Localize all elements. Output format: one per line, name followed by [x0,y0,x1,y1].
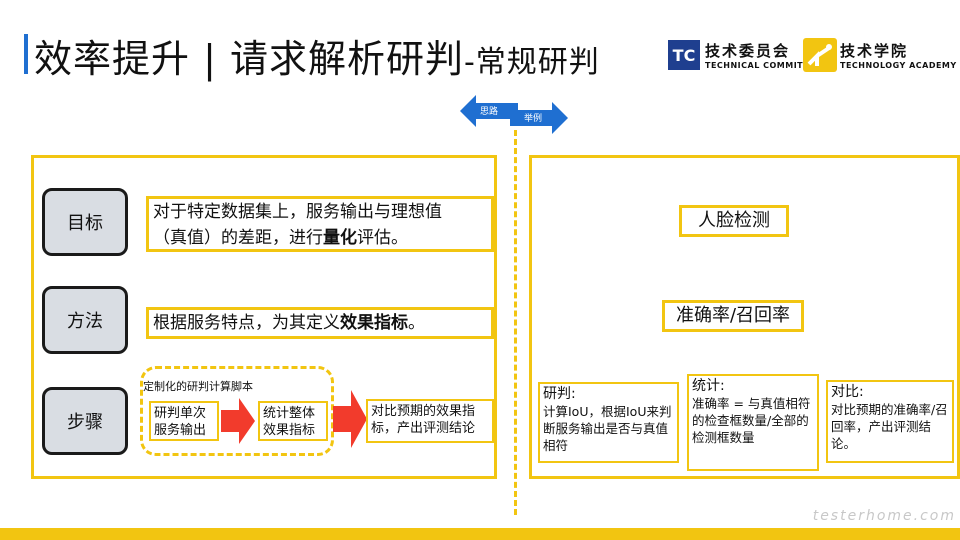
steps-button[interactable]: 步骤 [42,387,128,455]
tc-logo-badge: TC [668,40,700,70]
nav-right-arrow[interactable]: 举例 [510,102,568,134]
stats-title: 统计: [692,378,725,394]
tc-logo-en: TECHNICAL COMMITTEE [705,61,822,70]
bottom-accent-bar [0,528,960,540]
step1-arrow-icon [221,398,255,448]
step2-arrow-icon [333,390,367,452]
goal-text-line2: （真值）的差距，进行量化评估。 [153,228,408,248]
script-group-frame [140,366,334,456]
compare-box: 对比: 对比预期的准确率/召回率，产出评测结论。 [826,380,954,463]
left-panel [31,155,497,479]
method-label: 方法 [67,311,103,332]
step3-box: 对比预期的效果指标，产出评测结论 [366,399,494,443]
judge-title: 研判: [543,386,576,402]
stats-body: 准确率 = 与真值相符的检查框数量/全部的检测框数量 [692,396,811,445]
method-text-box: 根据服务特点，为其定义效果指标。 [146,307,494,339]
ta-logo-cn: 技术学院 [840,42,909,60]
title-accent-bar [24,34,28,74]
goal-text-line1: 对于特定数据集上，服务输出与理想值 [153,202,442,222]
method-button[interactable]: 方法 [42,286,128,354]
ta-logo-text: 技术学院 TECHNOLOGY ACADEMY [840,40,957,70]
goal-button[interactable]: 目标 [42,188,128,256]
page-title-sub: -常规研判 [463,45,600,80]
judge-body: 计算IoU，根据IoU来判断服务输出是否与真值相符 [543,404,672,453]
step2-box: 统计整体效果指标 [258,401,328,441]
nav-left-label: 思路 [480,107,499,117]
page-title: 效率提升 | 请求解析研判-常规研判 [34,28,600,83]
page-title-main: 效率提升 | 请求解析研判 [34,37,464,81]
face-detection-box: 人脸检测 [679,205,789,237]
metric-box: 准确率/召回率 [662,300,804,332]
stats-box: 统计: 准确率 = 与真值相符的检查框数量/全部的检测框数量 [687,374,819,471]
nav-left-arrow[interactable]: 思路 [460,95,518,127]
steps-label: 步骤 [67,412,103,433]
watermark: testerhome.com [812,508,956,524]
script-group-label: 定制化的研判计算脚本 [143,380,253,393]
judge-box: 研判: 计算IoU，根据IoU来判断服务输出是否与真值相符 [538,382,679,463]
compare-body: 对比预期的准确率/召回率，产出评测结论。 [831,402,948,451]
center-divider [514,130,517,515]
tc-logo-text: 技术委员会 TECHNICAL COMMITTEE [705,40,821,70]
right-panel [529,155,960,479]
compare-title: 对比: [831,384,864,400]
nav-right-label: 举例 [524,114,543,124]
tc-logo-cn: 技术委员会 [705,42,791,60]
goal-label: 目标 [67,213,103,234]
ta-logo-icon [803,38,837,72]
goal-text-box: 对于特定数据集上，服务输出与理想值 （真值）的差距，进行量化评估。 [146,196,494,252]
step1-box: 研判单次服务输出 [149,401,219,441]
ta-logo-en: TECHNOLOGY ACADEMY [840,61,957,70]
